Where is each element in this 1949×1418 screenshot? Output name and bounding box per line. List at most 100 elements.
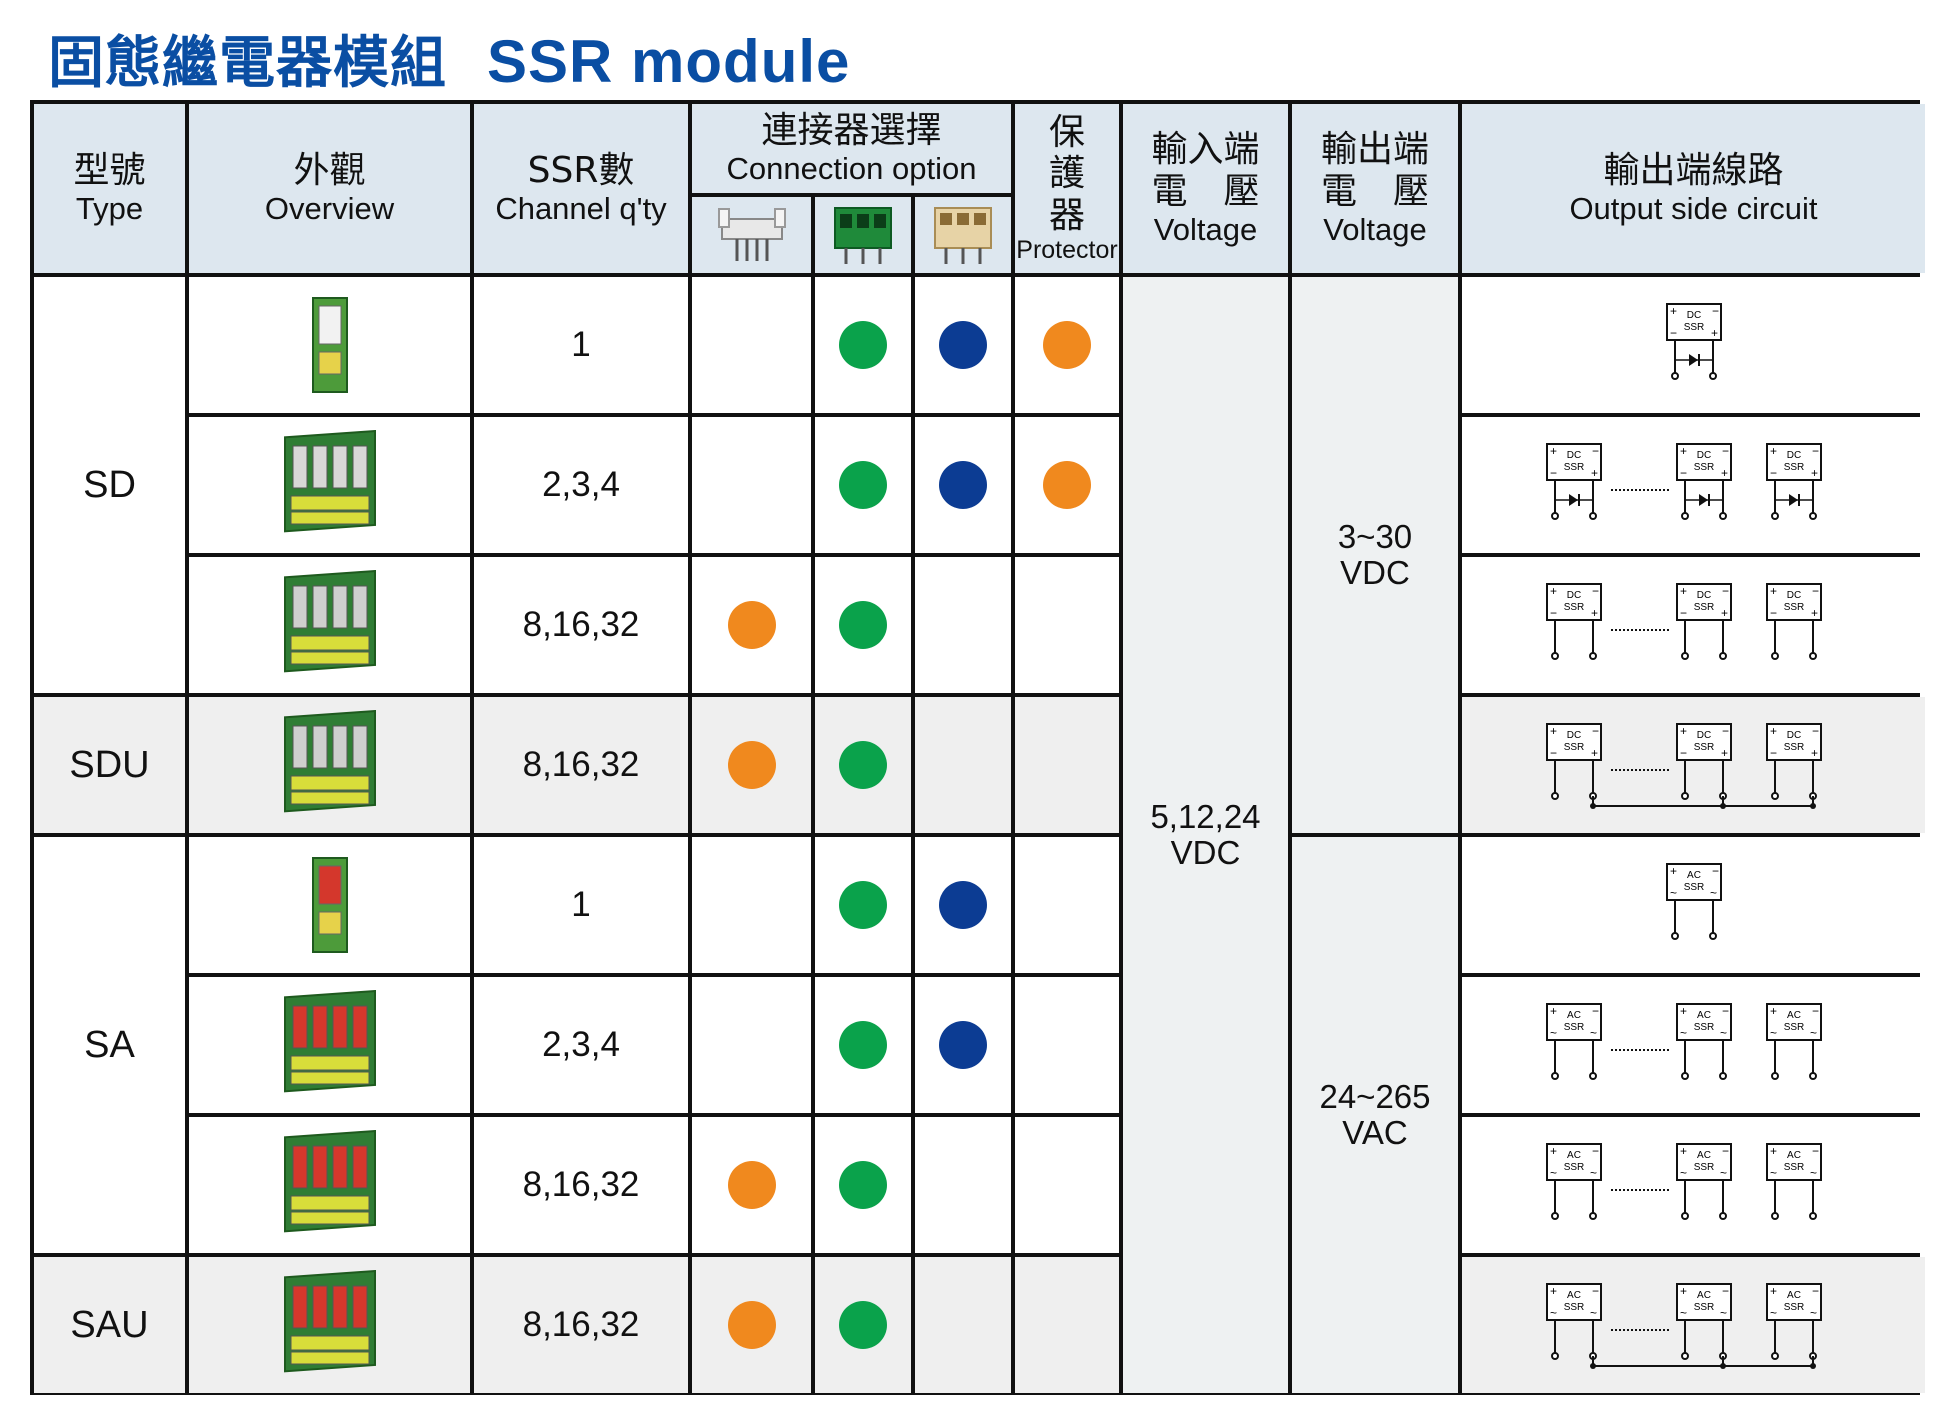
svg-text:~: ~ bbox=[1770, 1026, 1777, 1040]
svg-text:−: − bbox=[1770, 466, 1777, 480]
svg-text:~: ~ bbox=[1680, 1166, 1687, 1180]
svg-text:−: − bbox=[1812, 1144, 1819, 1158]
protector-cell bbox=[1015, 277, 1119, 413]
svg-text:~: ~ bbox=[1670, 886, 1677, 900]
module-photo bbox=[189, 417, 470, 553]
svg-text:+: + bbox=[1770, 724, 1777, 738]
svg-text:~: ~ bbox=[1680, 1306, 1687, 1320]
svg-text:+: + bbox=[1721, 466, 1728, 480]
terminal-block-green-icon bbox=[834, 207, 892, 264]
svg-text:+: + bbox=[1711, 326, 1718, 340]
svg-text:−: − bbox=[1550, 746, 1557, 760]
terminal-block-beige-icon bbox=[934, 207, 992, 264]
svg-text:~: ~ bbox=[1590, 1026, 1597, 1040]
connection-option-cell bbox=[815, 977, 911, 1113]
connection-option-cell bbox=[692, 977, 811, 1113]
svg-text:DC: DC bbox=[1686, 310, 1700, 321]
svg-text:+: + bbox=[1811, 466, 1818, 480]
svg-text:SSR: SSR bbox=[1783, 462, 1804, 473]
green-dot-icon bbox=[839, 1301, 887, 1349]
channel-qty: 8,16,32 bbox=[474, 697, 688, 833]
svg-text:SSR: SSR bbox=[1563, 602, 1584, 613]
header-output-circuit: 輸出端線路 Output side circuit bbox=[1462, 104, 1925, 273]
protector-cell bbox=[1015, 417, 1119, 553]
svg-text:−: − bbox=[1812, 584, 1819, 598]
connection-option-cell bbox=[692, 697, 811, 833]
module-photo bbox=[189, 1257, 470, 1393]
blue-dot-icon bbox=[939, 461, 987, 509]
svg-text:−: − bbox=[1812, 1004, 1819, 1018]
svg-text:~: ~ bbox=[1720, 1166, 1727, 1180]
output-voltage-dc: 3~30 VDC bbox=[1292, 277, 1458, 833]
svg-text:+: + bbox=[1591, 606, 1598, 620]
svg-text:−: − bbox=[1722, 444, 1729, 458]
connection-option-cell bbox=[915, 1117, 1011, 1253]
channel-qty: 2,3,4 bbox=[474, 977, 688, 1113]
svg-text:+: + bbox=[1550, 1004, 1557, 1018]
type-sau: SAU bbox=[34, 1257, 185, 1393]
title-zh: 固態繼電器模組 bbox=[48, 31, 447, 96]
channel-qty: 1 bbox=[474, 277, 688, 413]
svg-text:SSR: SSR bbox=[1783, 1162, 1804, 1173]
connection-option-cell bbox=[915, 1257, 1011, 1393]
connection-option-cell bbox=[815, 1257, 911, 1393]
svg-text:AC: AC bbox=[1697, 1010, 1711, 1021]
connection-option-cell bbox=[815, 557, 911, 693]
svg-text:SSR: SSR bbox=[1563, 1162, 1584, 1173]
svg-text:SSR: SSR bbox=[1563, 1022, 1584, 1033]
svg-text:−: − bbox=[1712, 864, 1719, 878]
svg-text:~: ~ bbox=[1770, 1166, 1777, 1180]
module-photo-icon bbox=[283, 990, 376, 1093]
module-photo bbox=[189, 1117, 470, 1253]
connection-option-cell bbox=[915, 557, 1011, 693]
svg-text:+: + bbox=[1550, 724, 1557, 738]
orange-dot-icon bbox=[727, 1161, 776, 1209]
svg-text:DC: DC bbox=[1696, 730, 1710, 741]
terminal-block-beige-icon bbox=[915, 197, 1011, 273]
header-connector-icon bbox=[717, 208, 786, 261]
svg-text:−: − bbox=[1592, 1004, 1599, 1018]
svg-text:~: ~ bbox=[1810, 1306, 1817, 1320]
svg-text:+: + bbox=[1670, 864, 1677, 878]
svg-text:+: + bbox=[1770, 584, 1777, 598]
svg-text:~: ~ bbox=[1590, 1166, 1597, 1180]
blue-dot-icon bbox=[939, 321, 987, 369]
svg-text:+: + bbox=[1550, 1144, 1557, 1158]
page-title: 固態繼電器模組 SSR module bbox=[48, 18, 850, 99]
orange-dot-icon bbox=[1043, 461, 1091, 509]
connection-option-cell bbox=[915, 277, 1011, 413]
input-voltage-cell: 5,12,24 VDC bbox=[1123, 277, 1288, 1393]
channel-qty: 8,16,32 bbox=[474, 1257, 688, 1393]
green-dot-icon bbox=[839, 741, 887, 789]
svg-text:+: + bbox=[1591, 746, 1598, 760]
orange-dot-icon bbox=[727, 1301, 776, 1349]
header-channel-qty: SSR數 Channel q'ty bbox=[474, 104, 688, 273]
header-connection-option: 連接器選擇 Connection option bbox=[692, 104, 1011, 193]
svg-text:−: − bbox=[1722, 584, 1729, 598]
channel-qty: 8,16,32 bbox=[474, 557, 688, 693]
type-sa: SA bbox=[34, 837, 185, 1253]
svg-text:AC: AC bbox=[1787, 1290, 1801, 1301]
svg-text:AC: AC bbox=[1687, 870, 1701, 881]
svg-text:SSR: SSR bbox=[1693, 1162, 1714, 1173]
title-en: SSR module bbox=[487, 28, 851, 95]
connection-option-cell bbox=[815, 417, 911, 553]
module-photo-icon bbox=[283, 710, 376, 813]
module-photo-icon bbox=[311, 857, 348, 953]
module-photo bbox=[189, 837, 470, 973]
svg-text:SSR: SSR bbox=[1563, 462, 1584, 473]
protector-cell bbox=[1015, 837, 1119, 973]
svg-text:SSR: SSR bbox=[1693, 742, 1714, 753]
connection-option-cell bbox=[692, 557, 811, 693]
svg-text:+: + bbox=[1680, 584, 1687, 598]
svg-text:SSR: SSR bbox=[1693, 1022, 1714, 1033]
svg-text:SSR: SSR bbox=[1783, 602, 1804, 613]
output-voltage-ac: 24~265 VAC bbox=[1292, 837, 1458, 1393]
